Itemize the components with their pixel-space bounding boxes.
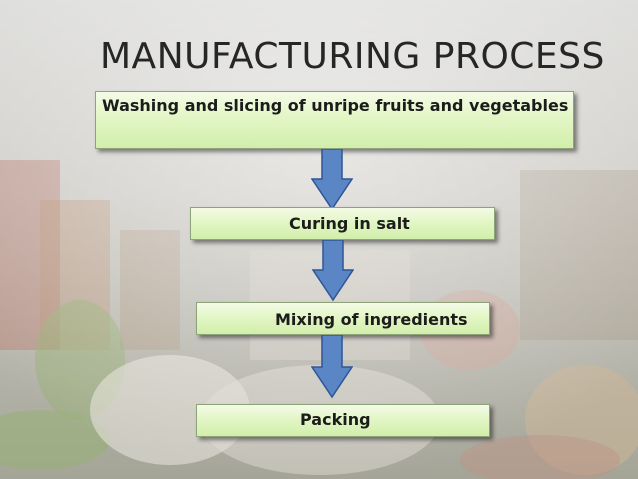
page-title: MANUFACTURING PROCESS — [100, 36, 605, 77]
step-packing-label: Packing — [300, 410, 371, 429]
step-packing: Packing — [196, 404, 490, 437]
down-arrow-icon — [311, 335, 353, 399]
step-mixing: Mixing of ingredients — [196, 302, 490, 335]
step-washing: Washing and slicing of unripe fruits and… — [95, 91, 574, 149]
step-mixing-label: Mixing of ingredients — [275, 310, 468, 329]
step-washing-label: Washing and slicing of unripe fruits and… — [102, 96, 569, 115]
down-arrow-icon — [312, 240, 354, 302]
step-curing: Curing in salt — [190, 207, 495, 240]
down-arrow-icon — [311, 149, 353, 211]
step-curing-label: Curing in salt — [289, 214, 410, 233]
